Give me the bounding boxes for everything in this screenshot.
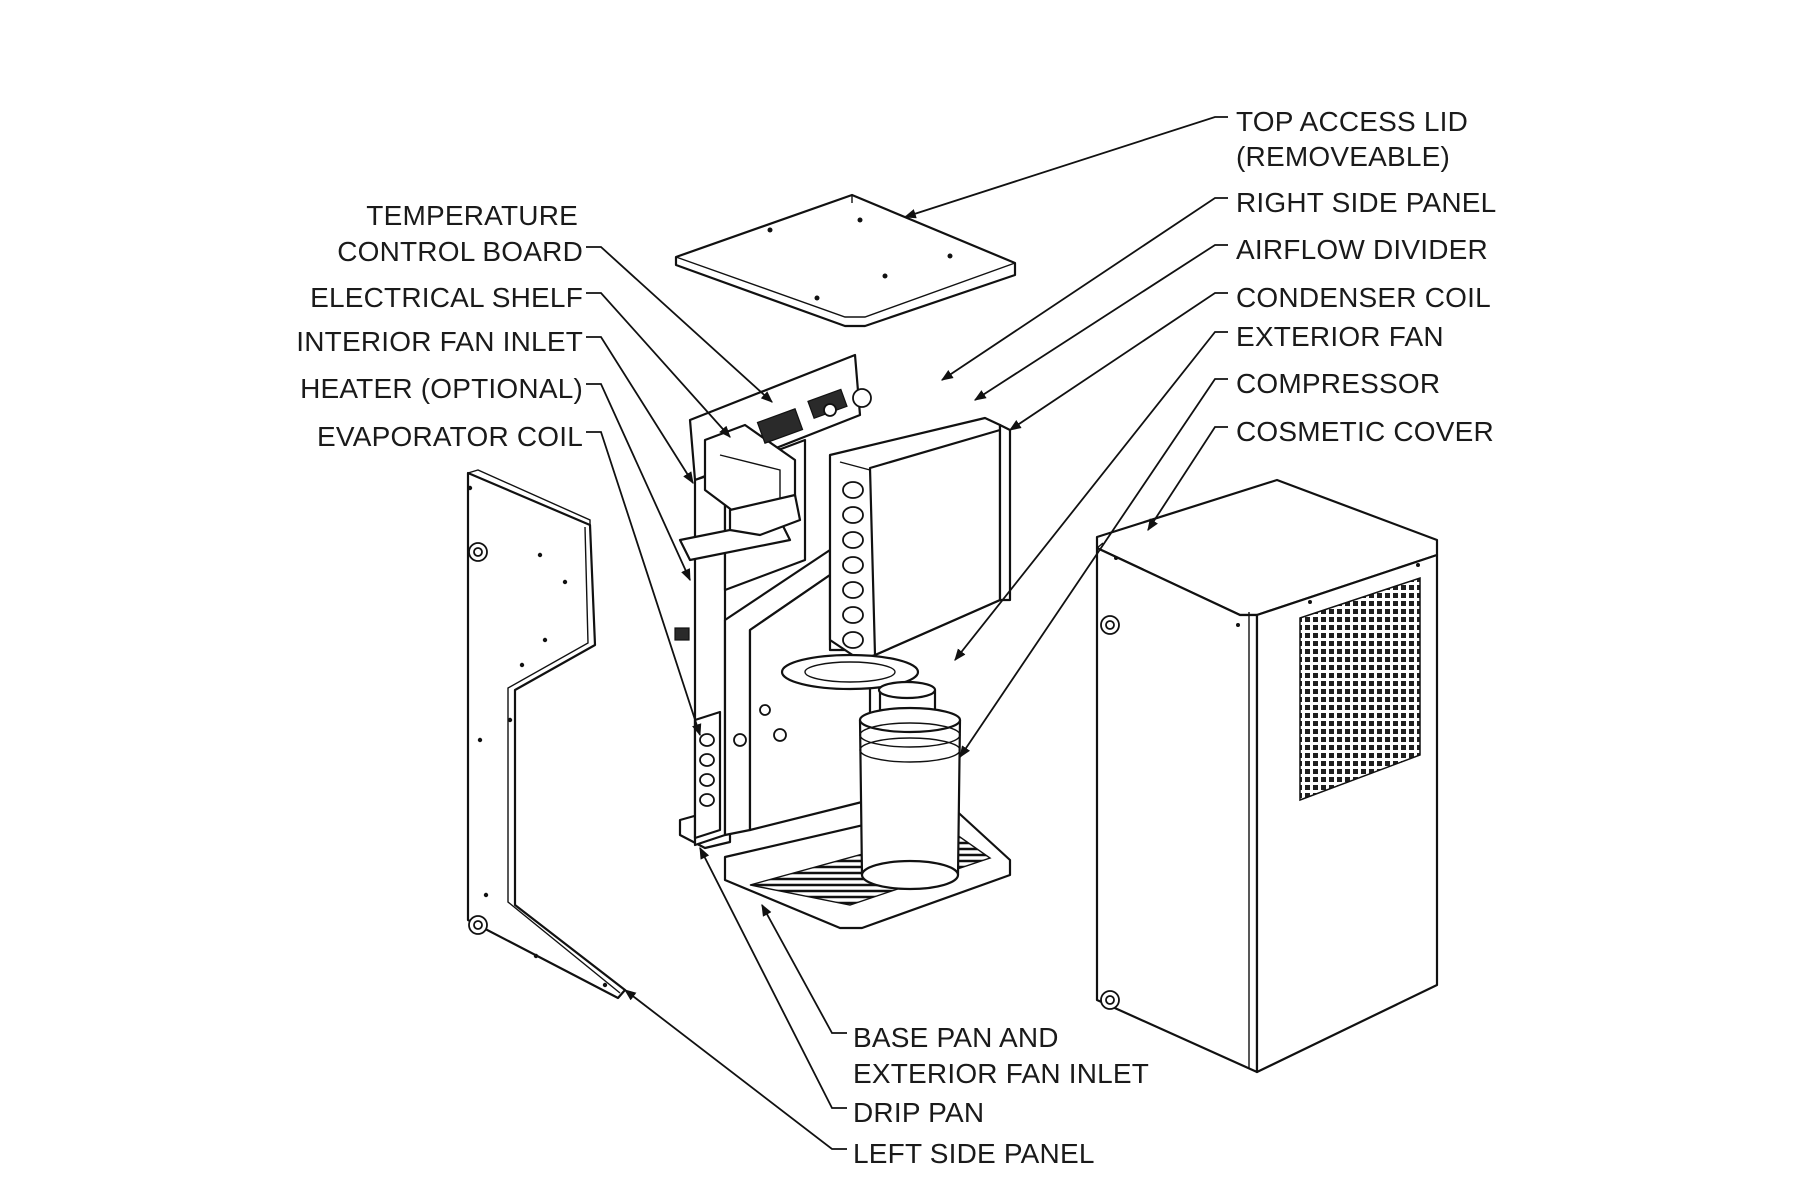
left-side-panel (466, 469, 627, 1000)
compressor (733, 680, 962, 891)
label-interior-fan-inlet: INTERIOR FAN INLET (296, 326, 583, 357)
chassis-assembly (674, 353, 1012, 930)
label-base-pan: BASE PAN AND (853, 1022, 1059, 1053)
label-heater-optional: HEATER (OPTIONAL) (300, 373, 583, 404)
evaporator-coil-tubes (699, 733, 715, 807)
cosmetic-cover (1095, 478, 1439, 1074)
exterior-fan (780, 653, 920, 691)
label-condenser-coil: CONDENSER COIL (1236, 282, 1491, 313)
top-access-lid (674, 193, 1017, 328)
label-compressor: COMPRESSOR (1236, 368, 1440, 399)
label-top-access-lid-removeable: (REMOVEABLE) (1236, 141, 1450, 172)
label-temperature: TEMPERATURE (366, 200, 578, 231)
label-cosmetic-cover: COSMETIC COVER (1236, 416, 1494, 447)
label-airflow-divider: AIRFLOW DIVIDER (1236, 234, 1488, 265)
label-electrical-shelf: ELECTRICAL SHELF (310, 282, 583, 313)
condenser-coil-tubes (842, 481, 864, 649)
label-evaporator-coil: EVAPORATOR COIL (317, 421, 583, 452)
leader-lines (586, 116, 1228, 1150)
label-left-side-panel: LEFT SIDE PANEL (853, 1138, 1095, 1169)
label-right-side-panel: RIGHT SIDE PANEL (1236, 187, 1496, 218)
label-exterior-fan-inlet: EXTERIOR FAN INLET (853, 1058, 1149, 1089)
label-control-board: CONTROL BOARD (337, 236, 583, 267)
label-drip-pan: DRIP PAN (853, 1097, 984, 1128)
label-exterior-fan: EXTERIOR FAN (1236, 321, 1444, 352)
label-top-access-lid: TOP ACCESS LID (1236, 106, 1468, 137)
